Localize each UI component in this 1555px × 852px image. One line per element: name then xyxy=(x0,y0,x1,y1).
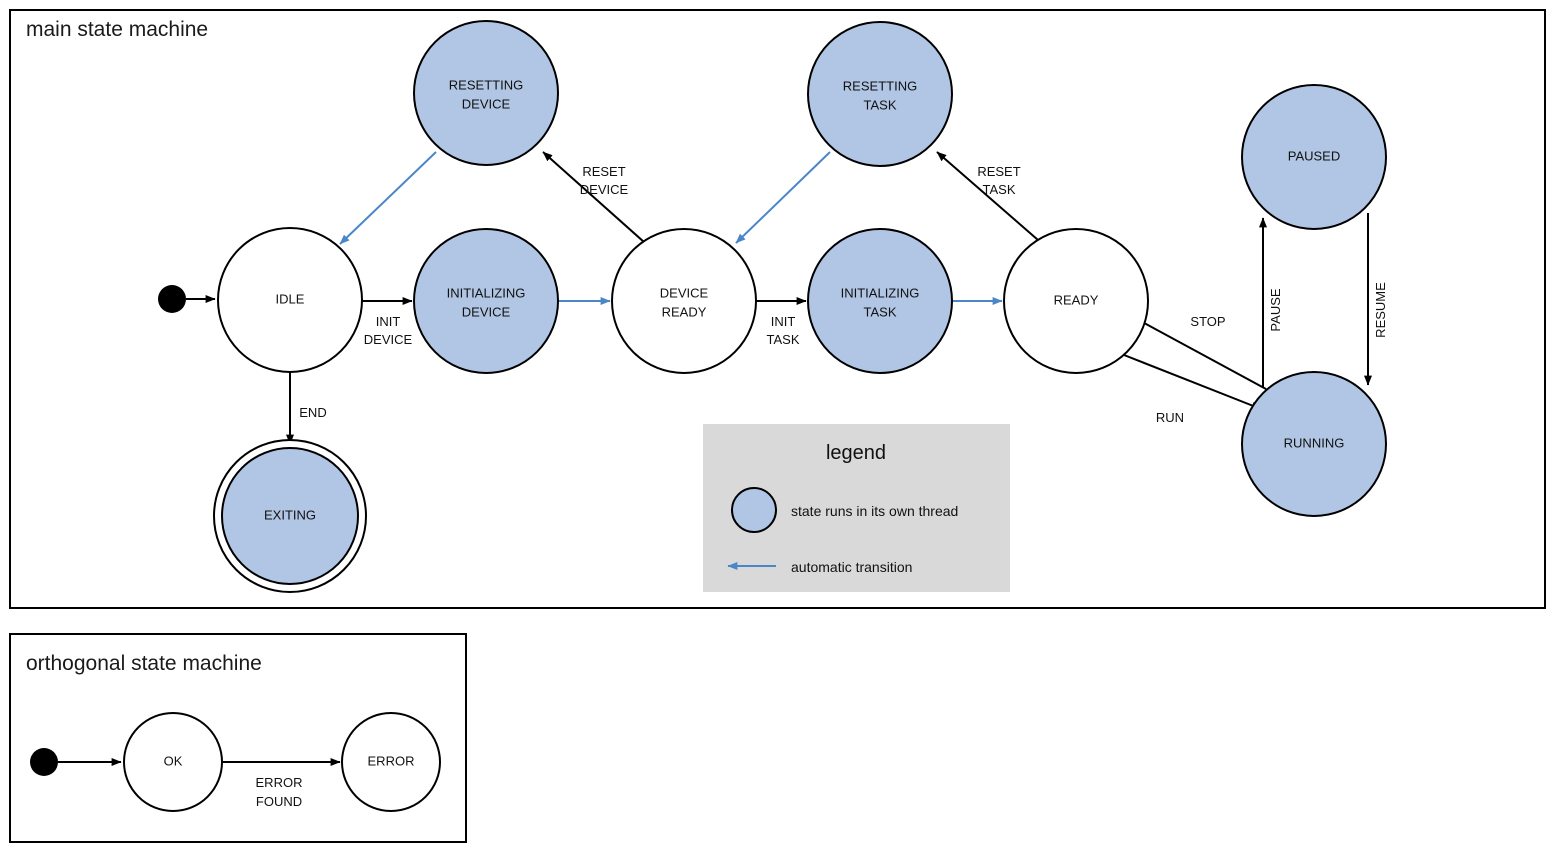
state-label: READY xyxy=(1054,292,1099,307)
state-ok[interactable]: OK xyxy=(123,712,223,812)
legend-item-threaded-state: state runs in its own thread xyxy=(731,487,958,533)
transition-label: TASK xyxy=(983,182,1016,197)
main-transitions: INIT DEVICE RESET DEVICE INIT TASK xyxy=(158,151,1388,445)
initial-state-dot xyxy=(30,748,58,776)
transition-label: INIT xyxy=(376,314,401,329)
state-circle xyxy=(807,228,953,374)
transition-label: INIT xyxy=(771,314,796,329)
orthogonal-state-machine-frame: orthogonal state machine ERROR FOUND OK … xyxy=(9,633,467,843)
transition-resetting-device-idle[interactable] xyxy=(339,151,437,245)
state-circle xyxy=(413,20,559,166)
transition-paused-running[interactable]: RESUME xyxy=(1364,213,1388,386)
transition-arrow xyxy=(542,151,645,243)
transition-label: RESET xyxy=(977,164,1020,179)
transition-label: TASK xyxy=(767,332,800,347)
transition-arrow xyxy=(936,151,1039,241)
state-paused[interactable]: PAUSED xyxy=(1241,84,1387,230)
state-label: DEVICE xyxy=(462,304,511,319)
initial-state-dot xyxy=(158,285,186,313)
transition-device-ready-initializing-task[interactable]: INIT TASK xyxy=(756,297,807,347)
state-label: TASK xyxy=(864,97,897,112)
main-frame-title: main state machine xyxy=(26,18,208,41)
state-label: DEVICE xyxy=(462,96,511,111)
state-label: ERROR xyxy=(368,753,415,768)
transition-label: RUN xyxy=(1156,410,1184,425)
state-ready[interactable]: READY xyxy=(1003,228,1149,374)
state-circle xyxy=(1241,371,1387,517)
legend-item-label: automatic transition xyxy=(791,559,912,575)
legend: legend state runs in its own thread auto… xyxy=(703,424,1010,592)
transition-start-ok[interactable] xyxy=(30,748,122,776)
transition-label: FOUND xyxy=(256,794,302,809)
state-error[interactable]: ERROR xyxy=(341,712,441,812)
state-circle xyxy=(611,228,757,374)
transition-ready-running[interactable]: RUN xyxy=(1123,354,1262,425)
transition-label: DEVICE xyxy=(364,332,413,347)
state-circle xyxy=(413,228,559,374)
transition-start-idle[interactable] xyxy=(158,285,216,313)
transition-label: STOP xyxy=(1190,314,1225,329)
state-label: READY xyxy=(662,304,707,319)
state-circle xyxy=(123,712,223,812)
state-circle xyxy=(341,712,441,812)
transition-idle-exiting[interactable]: END xyxy=(286,372,327,445)
legend-item-label: state runs in its own thread xyxy=(791,503,958,519)
automatic-transition-arrow xyxy=(735,151,831,244)
transition-arrow xyxy=(1134,317,1267,390)
legend-title: legend xyxy=(826,442,886,464)
state-resetting-device[interactable]: RESETTING DEVICE xyxy=(413,20,559,166)
transition-running-ready[interactable]: STOP xyxy=(1134,314,1267,390)
transition-idle-initializing-device[interactable]: INIT DEVICE xyxy=(362,297,413,347)
state-initializing-task[interactable]: INITIALIZING TASK xyxy=(807,228,953,374)
transition-label: RESUME xyxy=(1373,282,1388,338)
state-initializing-device[interactable]: INITIALIZING DEVICE xyxy=(413,228,559,374)
state-label: DEVICE xyxy=(660,285,709,300)
state-label: IDLE xyxy=(276,291,305,306)
state-circle xyxy=(221,447,359,585)
transition-label: RESET xyxy=(582,164,625,179)
state-circle xyxy=(1003,228,1149,374)
orthogonal-transitions: ERROR FOUND xyxy=(30,748,341,809)
state-label: RUNNING xyxy=(1284,435,1345,450)
main-states: IDLE RESETTING DEVICE INITIALIZING DEVIC… xyxy=(213,20,1387,593)
state-device-ready[interactable]: DEVICE READY xyxy=(611,228,757,374)
state-label: INITIALIZING xyxy=(447,285,526,300)
state-label: RESETTING xyxy=(449,77,523,92)
transition-label: ERROR xyxy=(256,775,303,790)
state-label: INITIALIZING xyxy=(841,285,920,300)
transition-label: END xyxy=(299,405,326,420)
state-circle xyxy=(217,227,363,373)
state-idle[interactable]: IDLE xyxy=(217,227,363,373)
transition-arrow xyxy=(1123,354,1262,410)
state-running[interactable]: RUNNING xyxy=(1241,371,1387,517)
state-label: TASK xyxy=(864,304,897,319)
state-label: PAUSED xyxy=(1288,148,1341,163)
state-circle xyxy=(807,21,953,167)
transition-resetting-task-device-ready[interactable] xyxy=(735,151,831,244)
blue-circle-icon xyxy=(731,487,777,533)
transition-running-paused[interactable]: PAUSE xyxy=(1259,217,1283,387)
transition-ready-resetting-task[interactable]: RESET TASK xyxy=(936,151,1039,241)
orthogonal-frame-title: orthogonal state machine xyxy=(26,652,262,675)
state-label: OK xyxy=(164,753,183,768)
transition-label: PAUSE xyxy=(1268,288,1283,331)
state-label: RESETTING xyxy=(843,78,917,93)
state-label: EXITING xyxy=(264,507,316,522)
state-exiting[interactable]: EXITING xyxy=(213,439,367,593)
state-resetting-task[interactable]: RESETTING TASK xyxy=(807,21,953,167)
transition-ok-error[interactable]: ERROR FOUND xyxy=(222,758,341,809)
transition-device-ready-resetting-device[interactable]: RESET DEVICE xyxy=(542,151,645,243)
legend-item-automatic-transition: automatic transition xyxy=(727,559,912,575)
state-circle xyxy=(1241,84,1387,230)
orthogonal-states: OK ERROR xyxy=(123,712,441,812)
automatic-transition-arrow xyxy=(339,151,437,245)
transition-label: DEVICE xyxy=(580,182,629,197)
